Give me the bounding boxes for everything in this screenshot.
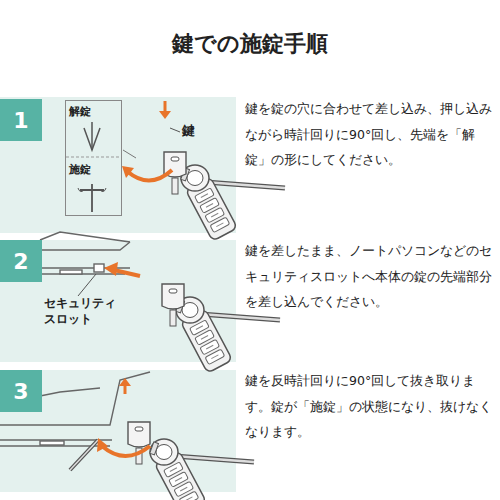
key-symbol (162, 284, 184, 326)
laptop-edge (40, 232, 130, 242)
inset-tips (78, 188, 106, 192)
state-label: 解錠 (69, 105, 91, 118)
illustration (119, 378, 131, 386)
inset-tips (91, 122, 93, 150)
laptop-edge (40, 441, 64, 445)
step-number-text: 3 (13, 379, 28, 404)
step-text: 鍵を錠の穴に合わせて差し込み、押し込みながら時計回りに90°回し、先端を「解錠」… (245, 96, 497, 173)
laptop-edge (0, 372, 150, 425)
illustration (102, 446, 150, 456)
illustration (70, 440, 98, 470)
illustration (170, 128, 180, 132)
step-number-text: 2 (13, 249, 28, 274)
part-label: セキュリティスロット (44, 296, 124, 327)
illustration (123, 150, 136, 158)
step-number: 3 (0, 370, 42, 412)
part-label: 鍵 (182, 123, 212, 140)
state-label: 施錠 (69, 163, 91, 176)
step-number-text: 1 (13, 108, 28, 133)
illustration (97, 438, 108, 452)
step-text: 鍵を差したまま、ノートパソコンなどのセキュリティスロットへ本体の錠の先端部分を差… (245, 238, 497, 315)
step-number: 2 (0, 240, 42, 282)
illustration (128, 170, 172, 181)
illustration (78, 274, 96, 296)
illustration (114, 270, 140, 276)
inset-tips (66, 157, 121, 158)
key-symbol (128, 422, 150, 464)
lock-body (150, 439, 254, 500)
inset-tips (66, 122, 121, 212)
illustration (122, 166, 134, 178)
illustration (159, 111, 171, 119)
state-inset: 解錠施錠 (65, 100, 122, 216)
lock-body (181, 165, 285, 241)
step-number: 1 (0, 99, 42, 141)
illustration (70, 440, 98, 470)
page-title: 鍵での施錠手順 (0, 30, 500, 59)
laptop-edge (60, 270, 82, 274)
laptop-edge (94, 264, 104, 272)
inset-tips (80, 184, 104, 212)
illustration (104, 262, 118, 276)
step-text: 鍵を反時計回りに90°回して抜き取ります。錠が「施錠」の状態になり、抜けなくなり… (245, 368, 497, 445)
